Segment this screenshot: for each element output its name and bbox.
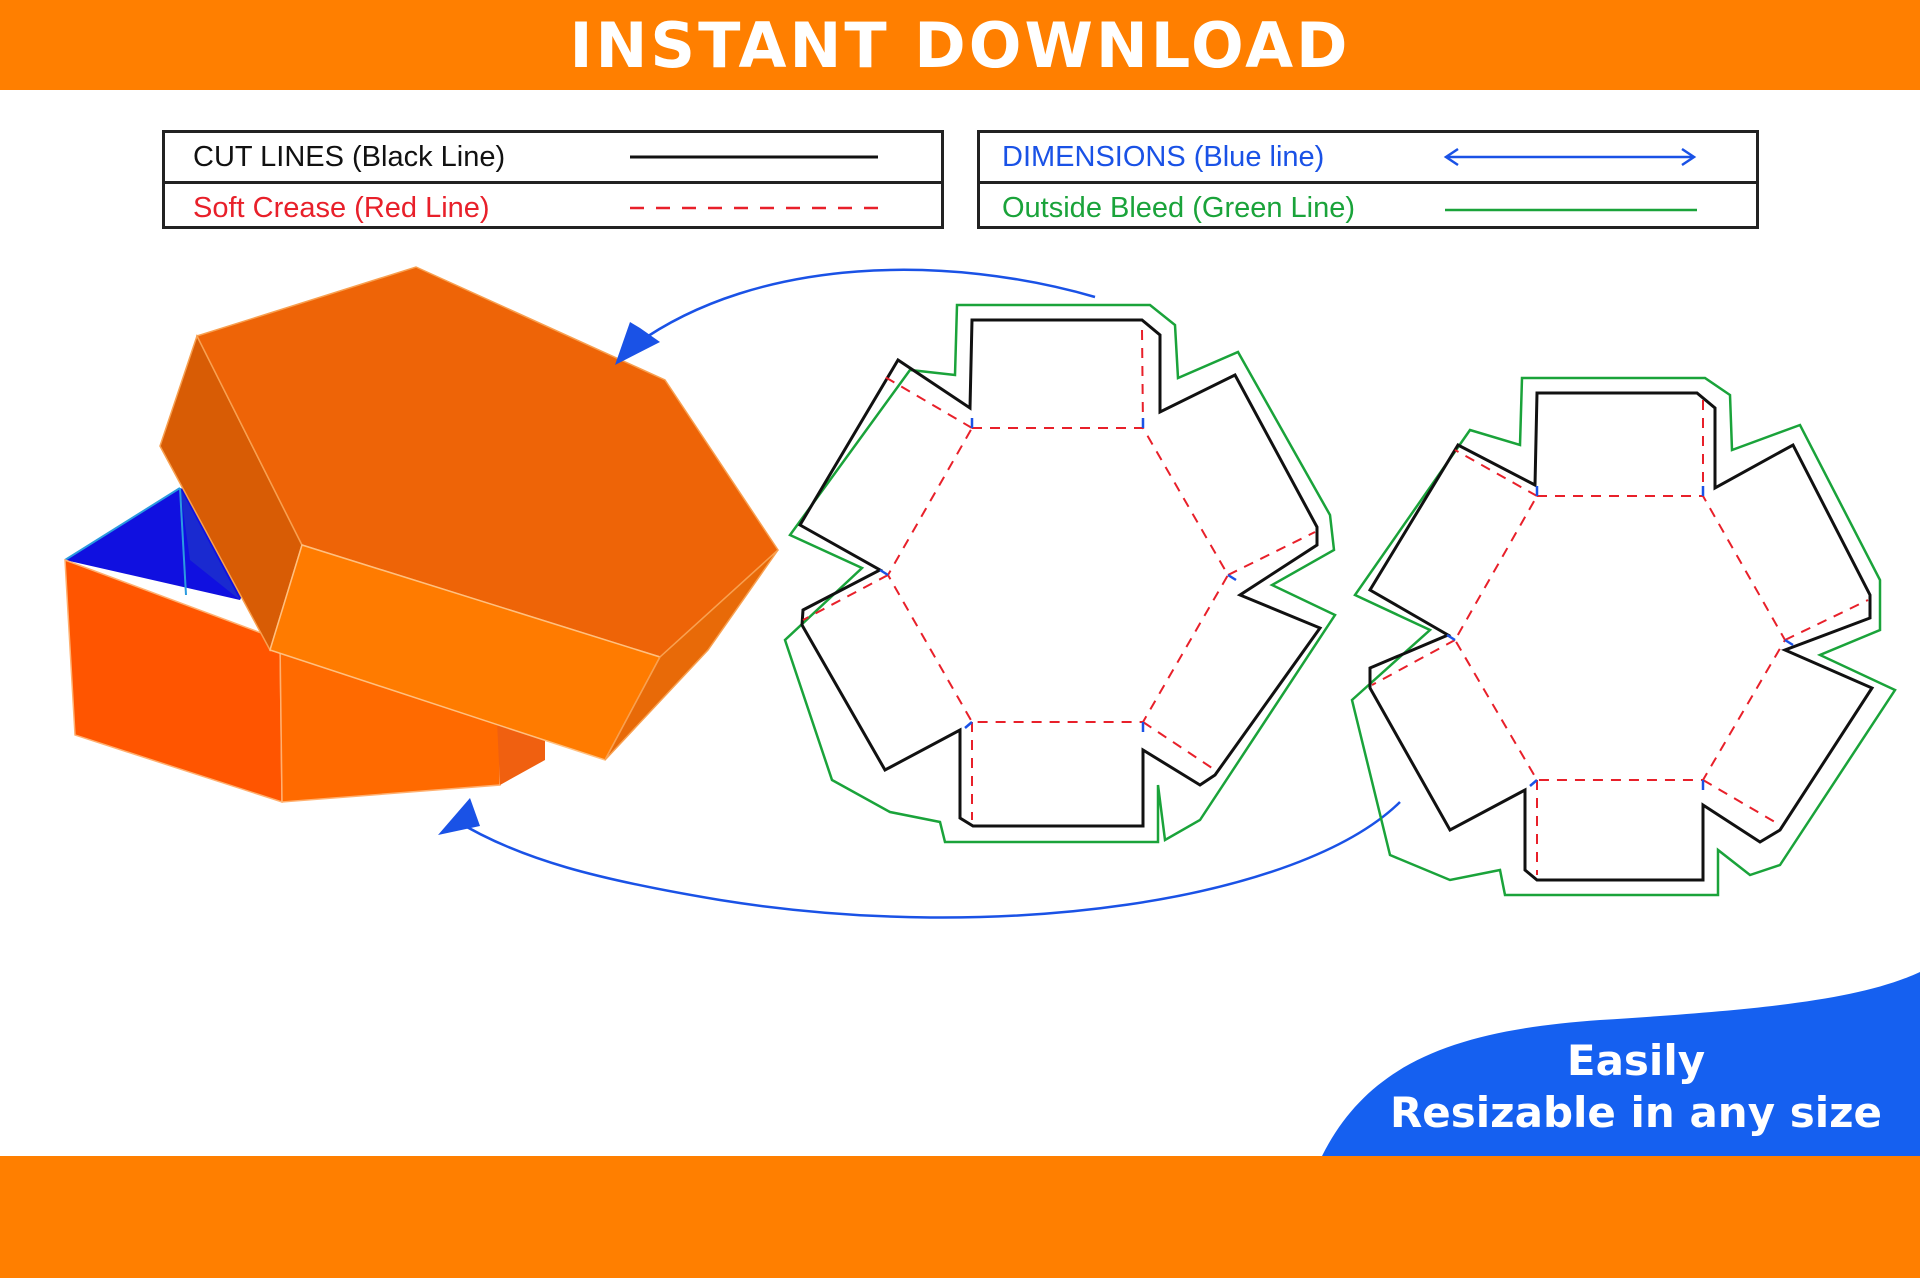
- cut-line-sample-icon: [630, 155, 878, 159]
- legend-row-soft-crease: Soft Crease (Red Line): [165, 181, 941, 232]
- double-arrow-icon: [1443, 147, 1697, 167]
- hexagon-box-3d-icon: [64, 266, 779, 804]
- dimensions-label: DIMENSIONS (Blue line): [1002, 140, 1325, 173]
- page-title: INSTANT DOWNLOAD: [569, 8, 1351, 82]
- curved-arrow-to-lid-icon: [615, 268, 1096, 365]
- legend-row-dimensions: DIMENSIONS (Blue line): [980, 133, 1756, 181]
- outside-bleed-label: Outside Bleed (Green Line): [1002, 191, 1356, 224]
- resize-badge: Easily Resizable in any size: [1376, 1035, 1896, 1139]
- dieline-lid-icon: [783, 303, 1337, 844]
- resize-badge-shape: [1322, 972, 1920, 1156]
- legend-box-right: DIMENSIONS (Blue line) Outside Bleed (Gr…: [977, 130, 1759, 229]
- curved-arrow-to-base-icon: [438, 798, 1401, 919]
- dieline-base-icon: [1350, 376, 1897, 897]
- bottom-banner: [0, 1156, 1920, 1278]
- legend-row-cut-lines: CUT LINES (Black Line): [165, 133, 941, 181]
- soft-crease-label: Soft Crease (Red Line): [193, 191, 490, 224]
- legend-box-left: CUT LINES (Black Line) Soft Crease (Red …: [162, 130, 944, 229]
- resize-badge-line1: Easily: [1566, 1036, 1706, 1085]
- bleed-line-sample-icon: [1445, 208, 1697, 212]
- legend-row-outside-bleed: Outside Bleed (Green Line): [980, 181, 1756, 232]
- resize-badge-line2: Resizable in any size: [1389, 1088, 1883, 1137]
- cut-lines-label: CUT LINES (Black Line): [193, 140, 506, 173]
- top-banner: INSTANT DOWNLOAD: [0, 0, 1920, 90]
